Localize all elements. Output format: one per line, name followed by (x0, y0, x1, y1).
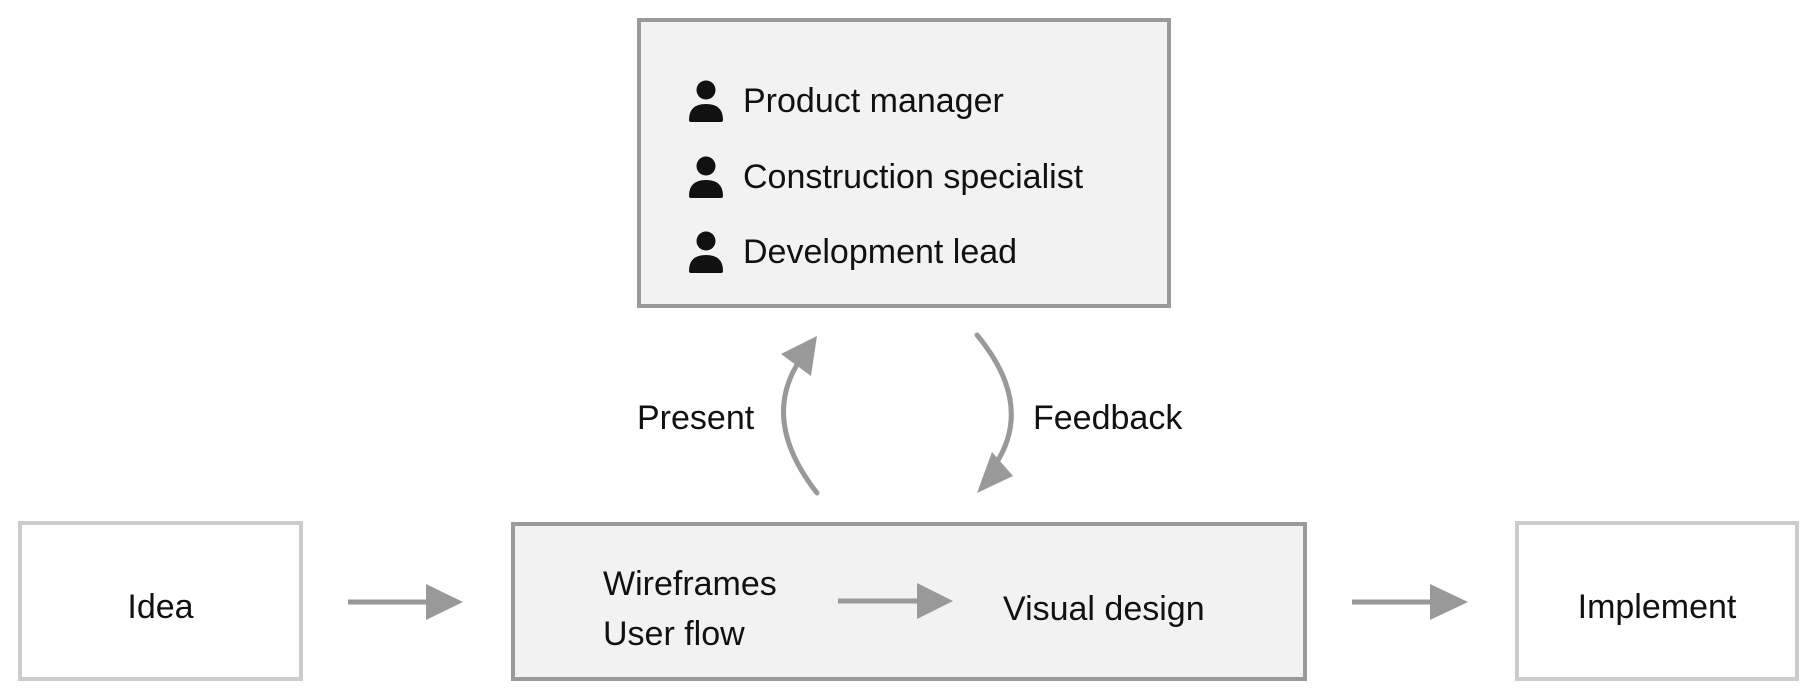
idea-box: Idea (18, 521, 303, 681)
team-member: Product manager (687, 80, 1004, 122)
team-member-label: Product manager (743, 82, 1004, 120)
team-box: Product manager Construction specialist … (637, 18, 1171, 308)
implement-label: Implement (1577, 588, 1737, 626)
feedback-label: Feedback (1033, 399, 1183, 437)
team-member-label: Development lead (743, 233, 1018, 271)
user-flow-label: User flow (603, 615, 745, 653)
implement-box: Implement (1515, 521, 1799, 681)
team-member: Development lead (687, 231, 1017, 273)
present-label: Present (637, 399, 755, 437)
team-member-label: Construction specialist (743, 158, 1084, 196)
wireframes-label: Wireframes (603, 565, 777, 603)
arrow-feedback (974, 332, 1014, 493)
idea-label: Idea (127, 588, 194, 626)
person-icon (689, 156, 723, 198)
design-box: Wireframes User flow Visual design (511, 522, 1307, 681)
arrow-present (781, 336, 820, 496)
person-icon (689, 80, 723, 122)
arrow-design-to-implement (1352, 584, 1468, 620)
team-member: Construction specialist (687, 156, 1083, 198)
person-icon (689, 231, 723, 273)
arrow-idea-to-design (348, 584, 463, 620)
visual-design-label: Visual design (1003, 590, 1205, 628)
